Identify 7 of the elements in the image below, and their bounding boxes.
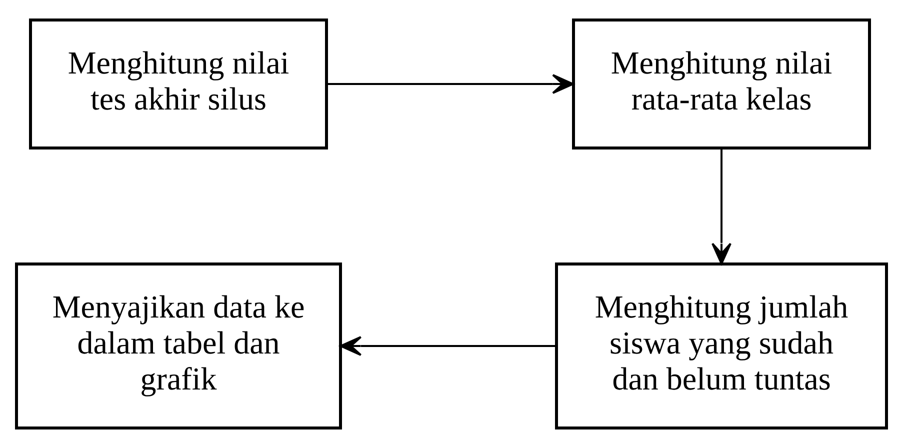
arrow <box>712 148 732 265</box>
arrow <box>327 74 574 94</box>
node-box: Menyajikan data ke dalam tabel dan grafik <box>15 262 342 430</box>
arrow <box>340 336 556 356</box>
node-box: Menghitung nilai rata-rata kelas <box>572 18 871 150</box>
node-box: Menghitung nilai tes akhir silus <box>29 18 328 150</box>
node-box: Menghitung jumlah siswa yang sudah dan belum tuntas <box>555 262 888 430</box>
